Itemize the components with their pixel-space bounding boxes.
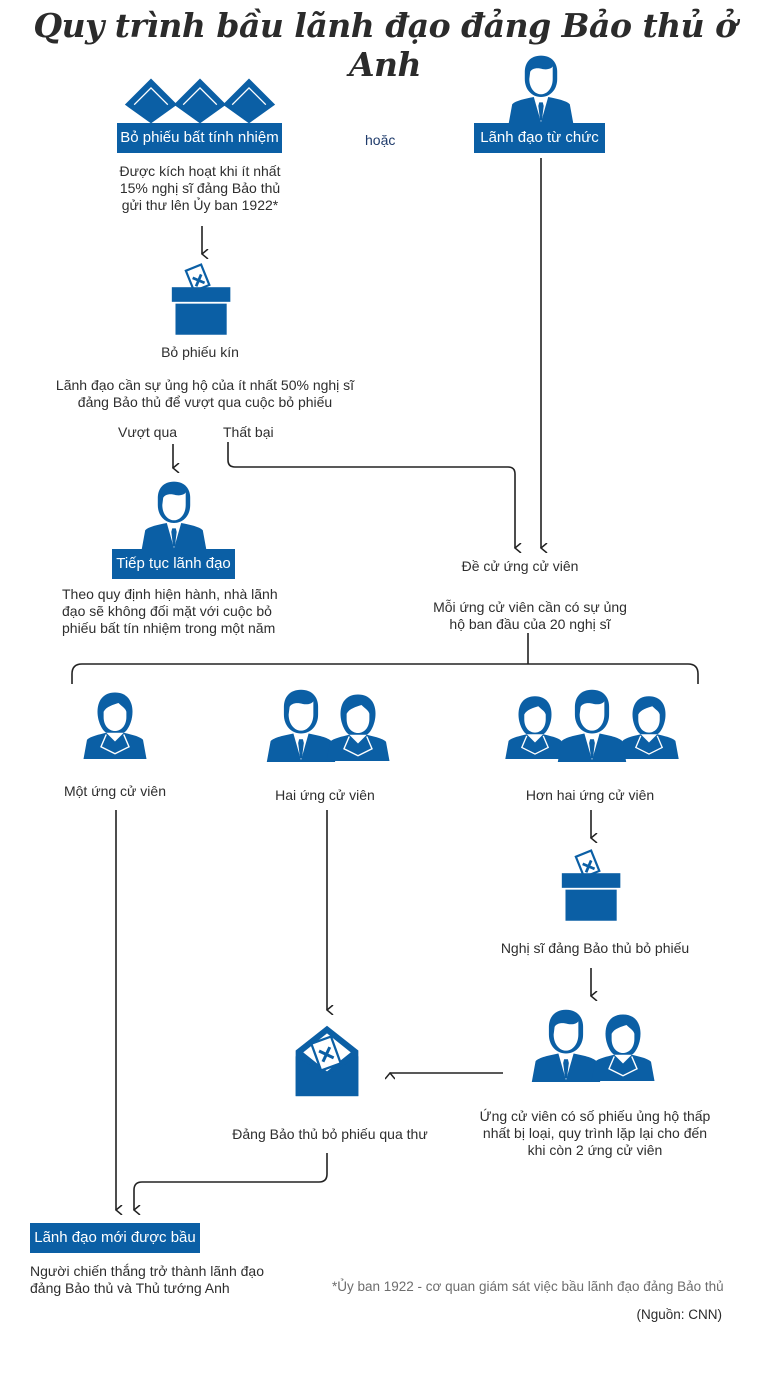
- leader-icon: [138, 478, 210, 550]
- secret-ballot-description: Lãnh đạo cần sự ủng hộ của ít nhất 50% n…: [55, 377, 355, 410]
- arrow-postal-to-result: [134, 1153, 328, 1210]
- ballot-box-icon: [170, 262, 234, 338]
- ballot-box-icon: [560, 848, 624, 924]
- source-credit: (Nguồn: CNN): [636, 1307, 722, 1322]
- or-label: hoặc: [365, 132, 396, 148]
- leader-icon: [505, 52, 577, 124]
- secret-ballot-label: Bỏ phiếu kín: [161, 344, 239, 360]
- envelopes-icon: [123, 76, 277, 126]
- more-candidates-label: Hơn hai ứng cử viên: [525, 787, 655, 803]
- pass-label: Vượt qua: [118, 424, 178, 440]
- result-description: Người chiến thắng trở thành lãnh đạo đản…: [30, 1263, 264, 1296]
- mp-vote-label: Nghị sĩ đảng Bảo thủ bỏ phiếu: [500, 940, 690, 956]
- fail-label: Thất bại: [223, 424, 274, 440]
- elimination-description: Ứng cử viên có số phiếu ủng hộ thấp nhất…: [479, 1108, 711, 1158]
- nomination-description: Mỗi ứng cử viên cần có sự ủng hộ ban đầu…: [433, 599, 627, 632]
- nomination-label: Đề cử ứng cử viên: [461, 558, 579, 574]
- new-leader-elected-label: Lãnh đạo mới được bầu: [30, 1223, 200, 1253]
- postal-vote-label: Đảng Bảo thủ bỏ phiếu qua thư: [232, 1126, 428, 1142]
- postal-ballot-icon: [293, 1022, 361, 1098]
- no-confidence-vote-label: Bỏ phiếu bất tính nhiệm: [117, 123, 282, 153]
- continue-description: Theo quy định hiện hành, nhà lãnh đạo sẽ…: [62, 586, 278, 636]
- three-candidates-icon: [502, 686, 682, 762]
- leader-resigns-label: Lãnh đạo từ chức: [474, 123, 605, 153]
- two-candidates-icon: [263, 686, 391, 762]
- two-candidates-icon: [528, 1006, 656, 1082]
- branch-bracket: [71, 663, 699, 684]
- arrow-fail-to-nomination: [227, 442, 515, 548]
- continue-leading-label: Tiếp tục lãnh đạo: [112, 549, 235, 579]
- one-candidate-icon: [80, 688, 150, 760]
- one-candidate-label: Một ứng cử viên: [63, 783, 166, 799]
- no-confidence-description: Được kích hoạt khi ít nhất 15% nghị sĩ đ…: [119, 163, 281, 213]
- page-title: Quy trình bầu lãnh đạo đảng Bảo thủ ở An…: [33, 6, 737, 84]
- footnote: *Ủy ban 1922 - cơ quan giám sát việc bầu…: [332, 1279, 724, 1294]
- two-candidates-label: Hai ứng cử viên: [275, 787, 375, 803]
